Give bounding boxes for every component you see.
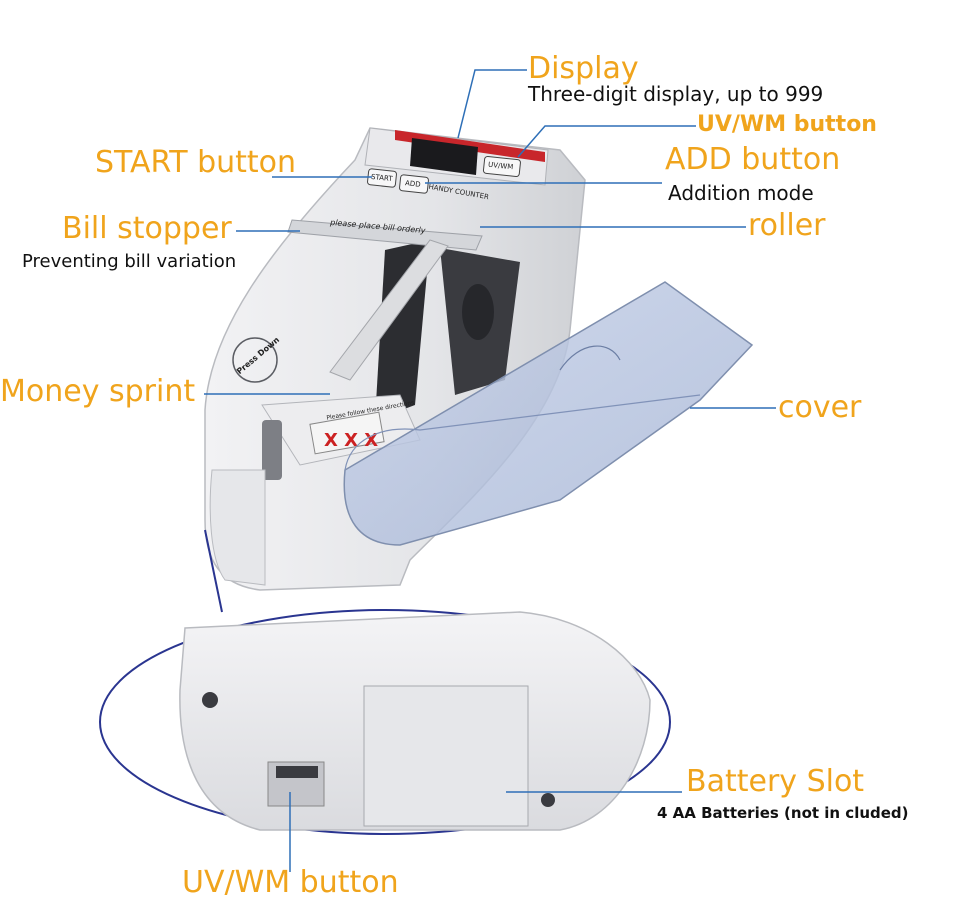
battery-slot-label: Battery Slot: [686, 764, 865, 799]
press-down-mark: [232, 337, 278, 383]
device-body: X X X: [204, 127, 586, 591]
add-key: [399, 174, 429, 194]
roller-label: roller: [748, 208, 826, 243]
cover-label: cover: [778, 390, 862, 425]
money-sprint-label: Money sprint: [0, 374, 196, 409]
uvwm-key: [482, 155, 521, 178]
uvwm-switch: [276, 766, 318, 778]
display-desc: Three-digit display, up to 999: [528, 82, 824, 106]
screw-hole-right: [541, 793, 555, 807]
add-desc: Addition mode: [668, 181, 814, 205]
screw-hole-left: [202, 692, 218, 708]
uvwm-top-label: UV/WM button: [697, 112, 877, 137]
x-marks: X X X: [324, 430, 378, 451]
display-screen: [410, 138, 478, 175]
device-underside: [179, 611, 651, 831]
leader-lines: [204, 69, 776, 872]
zoom-ellipse: [99, 609, 671, 835]
uvwm-bottom-label: UV/WM button: [182, 865, 399, 900]
add-button-label: ADD button: [665, 142, 841, 177]
battery-door: [363, 685, 529, 827]
spring: [262, 420, 282, 480]
bill-stopper-desc: Preventing bill variation: [22, 251, 237, 272]
display-label: Display: [528, 51, 639, 86]
roller-wheel: [462, 284, 494, 340]
bill-stopper-label: Bill stopper: [62, 211, 232, 246]
transparent-cover: [343, 281, 754, 546]
start-button-label: START button: [95, 145, 297, 180]
add-key-text: ADD: [404, 179, 422, 189]
zoom-connector: [204, 529, 223, 613]
battery-desc: 4 AA Batteries (not in cluded): [657, 804, 909, 822]
